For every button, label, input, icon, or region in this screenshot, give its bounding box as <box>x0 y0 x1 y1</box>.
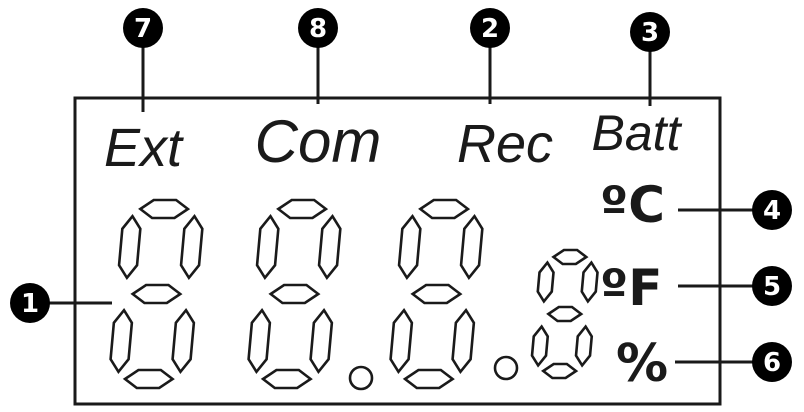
callout-6-number: 6 <box>763 348 781 378</box>
label-com: Com <box>255 108 382 175</box>
digit-1-segment-g <box>130 283 183 305</box>
label-batt: Batt <box>592 105 683 161</box>
digit-4-segment-b <box>580 260 599 304</box>
digit-4-segment-c <box>574 324 594 368</box>
decimal-point-1 <box>348 365 374 391</box>
digit-3-segment-g <box>410 283 463 305</box>
digit-2 <box>247 198 342 390</box>
digit-3-segment-c <box>451 307 476 375</box>
callout-7-number: 7 <box>134 14 152 44</box>
digit-1-segment-b <box>179 213 204 281</box>
digit-1-segment-a <box>138 198 191 220</box>
callout-3-number: 3 <box>641 18 659 48</box>
callout-4-number: 4 <box>763 196 781 226</box>
digit-3-segment-a <box>418 198 471 220</box>
digit-1-segment-c <box>171 307 196 375</box>
digit-3-segment-d <box>402 368 455 390</box>
digit-2-segment-b <box>317 213 342 281</box>
digit-1-segment-f <box>117 213 142 281</box>
digit-2-segment-e <box>247 307 272 375</box>
digit-2-segment-a <box>276 198 329 220</box>
unit-percent: % <box>616 334 668 394</box>
digit-2-segment-d <box>260 368 313 390</box>
digit-4-segment-d <box>540 362 579 380</box>
digit-3 <box>389 198 484 390</box>
decimal-point-2 <box>493 355 519 381</box>
digit-4-segment-e <box>530 324 550 368</box>
callout-4: 4 <box>752 190 792 230</box>
digit-3-segment-b <box>459 213 484 281</box>
digit-2-segment-g <box>268 283 321 305</box>
digit-2-segment-c <box>309 307 334 375</box>
digit-1-segment-d <box>122 368 175 390</box>
label-ext: Ext <box>104 118 184 178</box>
callout-3: 3 <box>630 12 670 52</box>
callout-5: 5 <box>752 266 792 306</box>
unit-celsius: ºC <box>600 176 665 234</box>
callout-8-number: 8 <box>309 14 327 44</box>
callout-7: 7 <box>123 8 163 48</box>
callout-1: 1 <box>10 283 50 323</box>
callout-2: 2 <box>470 8 510 48</box>
digit-4-segment-a <box>551 248 589 266</box>
digit-4-small <box>530 248 599 380</box>
digit-2-segment-f <box>255 213 280 281</box>
digit-1 <box>109 198 204 390</box>
digit-4-segment-g <box>546 305 584 323</box>
callout-8: 8 <box>298 8 338 48</box>
lcd-frame <box>73 96 722 406</box>
unit-fahrenheit: ºF <box>600 259 662 317</box>
digit-4-segment-f <box>536 260 555 304</box>
callout-1-number: 1 <box>21 289 39 319</box>
digit-3-segment-f <box>397 213 422 281</box>
callout-2-number: 2 <box>481 14 499 44</box>
callout-6: 6 <box>752 342 792 382</box>
digit-3-segment-e <box>389 307 414 375</box>
digit-1-segment-e <box>109 307 134 375</box>
label-rec: Rec <box>457 114 553 174</box>
callout-5-number: 5 <box>763 272 781 302</box>
